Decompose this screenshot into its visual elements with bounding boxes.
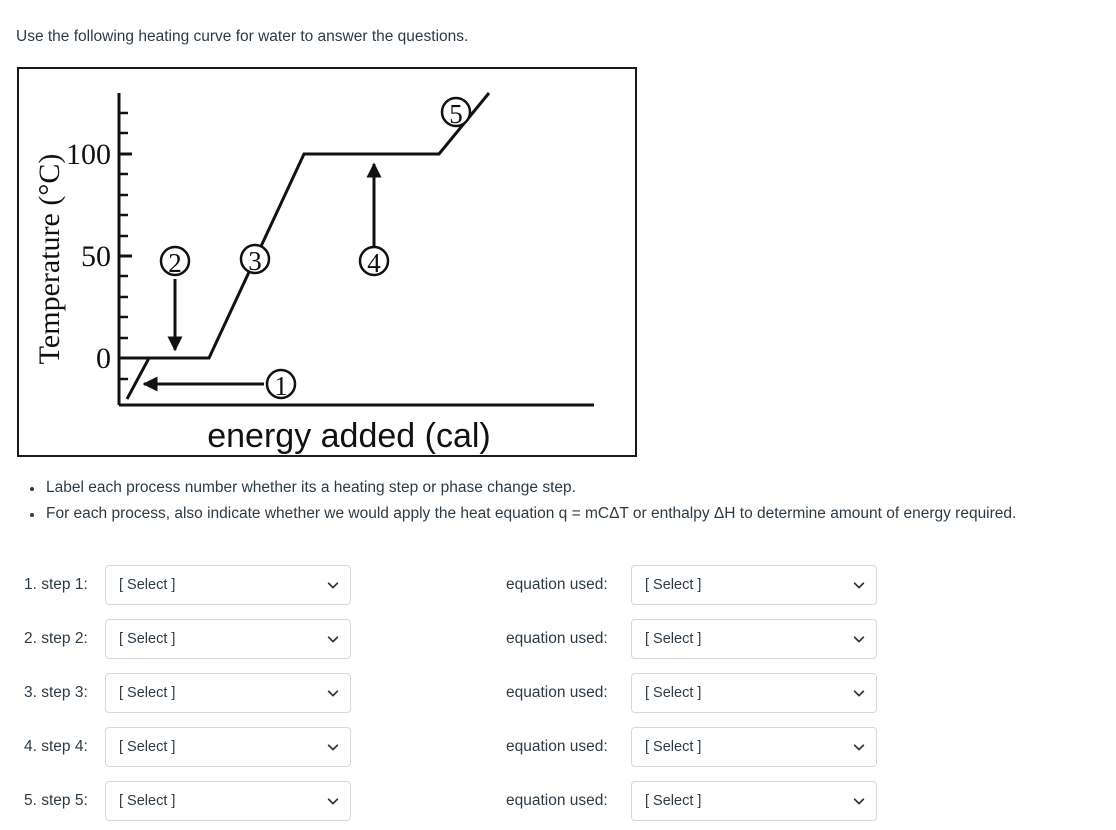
intro-text: Use the following heating curve for wate… (16, 28, 469, 45)
row-3-equation-label: equation used: (506, 684, 608, 701)
chevron-down-icon (853, 636, 865, 643)
row-4-step-label: 4. step 4: (24, 738, 88, 755)
svg-text:2: 2 (168, 248, 182, 278)
chevron-down-icon (853, 690, 865, 697)
row-5-step-label: 5. step 5: (24, 792, 88, 809)
row-3-equation-value: [ Select ] (645, 685, 702, 701)
annotation-4-marker: 4 (358, 245, 390, 278)
row-5-step-value: [ Select ] (119, 793, 176, 809)
row-4-equation-label: equation used: (506, 738, 608, 755)
annotation-1-marker: 1 (265, 368, 297, 401)
x-axis-title: energy added (cal) (207, 417, 491, 455)
row-1-step-select[interactable]: [ Select ] (105, 565, 351, 605)
row-5-equation-value: [ Select ] (645, 793, 702, 809)
answer-row-3: 3. step 3: [ Select ] equation used: [ S… (0, 668, 1116, 722)
annotation-5-marker: 5 (440, 96, 472, 129)
chevron-down-icon (327, 582, 339, 589)
row-4-equation-select[interactable]: [ Select ] (631, 727, 877, 767)
y-axis-minor-ticks (119, 111, 128, 381)
row-2-step-label: 2. step 2: (24, 630, 88, 647)
row-2-step-value: [ Select ] (119, 631, 176, 647)
y-tick-label-0: 0 (96, 342, 111, 375)
heating-curve-chart: 100 50 0 Temperature (°C) energy added (… (33, 92, 594, 455)
instruction-item-2: For each process, also indicate whether … (44, 502, 1112, 525)
row-2-equation-select[interactable]: [ Select ] (631, 619, 877, 659)
annotation-2-marker: 2 (159, 245, 191, 278)
row-3-equation-select[interactable]: [ Select ] (631, 673, 877, 713)
answer-row-2: 2. step 2: [ Select ] equation used: [ S… (0, 614, 1116, 668)
row-4-equation-value: [ Select ] (645, 739, 702, 755)
answer-row-4: 4. step 4: [ Select ] equation used: [ S… (0, 722, 1116, 776)
chevron-down-icon (327, 636, 339, 643)
chevron-down-icon (327, 744, 339, 751)
y-tick-label-100: 100 (66, 138, 111, 171)
row-3-step-value: [ Select ] (119, 685, 176, 701)
row-1-equation-value: [ Select ] (645, 577, 702, 593)
row-3-step-select[interactable]: [ Select ] (105, 673, 351, 713)
answer-rows: 1. step 1: [ Select ] equation used: [ S… (0, 560, 1116, 830)
answer-row-5: 5. step 5: [ Select ] equation used: [ S… (0, 776, 1116, 830)
chevron-down-icon (853, 744, 865, 751)
row-1-step-label: 1. step 1: (24, 576, 88, 593)
row-2-equation-label: equation used: (506, 630, 608, 647)
instruction-item-1: Label each process number whether its a … (44, 476, 1112, 499)
row-2-step-select[interactable]: [ Select ] (105, 619, 351, 659)
row-4-step-value: [ Select ] (119, 739, 176, 755)
svg-text:1: 1 (274, 371, 288, 401)
svg-text:5: 5 (449, 99, 463, 129)
row-4-step-select[interactable]: [ Select ] (105, 727, 351, 767)
row-5-equation-select[interactable]: [ Select ] (631, 781, 877, 821)
row-1-equation-select[interactable]: [ Select ] (631, 565, 877, 605)
chevron-down-icon (327, 798, 339, 805)
y-axis-title: Temperature (°C) (33, 154, 66, 365)
row-1-step-value: [ Select ] (119, 577, 176, 593)
svg-text:4: 4 (367, 248, 381, 278)
svg-text:3: 3 (248, 246, 262, 276)
heating-curve-figure: 100 50 0 Temperature (°C) energy added (… (17, 67, 637, 457)
row-2-equation-value: [ Select ] (645, 631, 702, 647)
row-5-step-select[interactable]: [ Select ] (105, 781, 351, 821)
instructions-list: Label each process number whether its a … (22, 476, 1112, 528)
row-1-equation-label: equation used: (506, 576, 608, 593)
chevron-down-icon (327, 690, 339, 697)
y-tick-label-50: 50 (81, 240, 111, 273)
row-5-equation-label: equation used: (506, 792, 608, 809)
heating-curve-line (125, 92, 491, 400)
chevron-down-icon (853, 798, 865, 805)
row-3-step-label: 3. step 3: (24, 684, 88, 701)
annotation-3-marker: 3 (239, 243, 271, 276)
answer-row-1: 1. step 1: [ Select ] equation used: [ S… (0, 560, 1116, 614)
y-axis-major-ticks (119, 152, 132, 360)
chevron-down-icon (853, 582, 865, 589)
